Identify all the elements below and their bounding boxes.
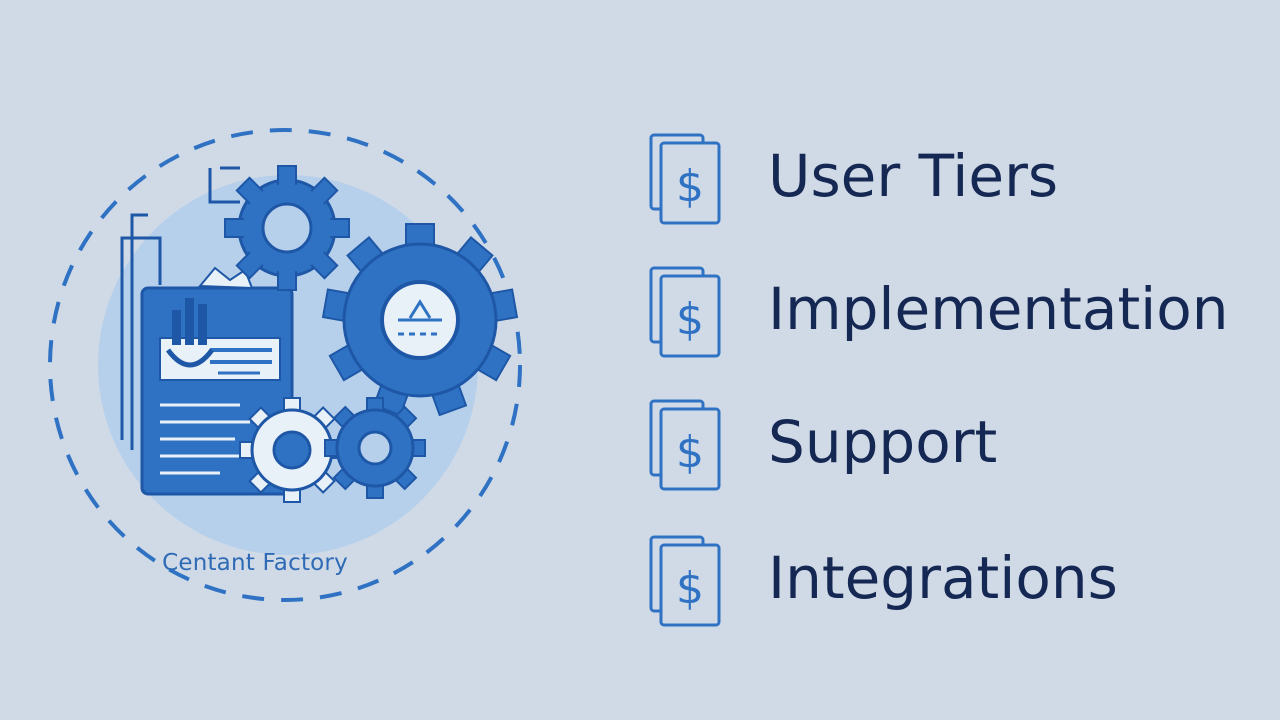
list-item-support: $ Support <box>645 391 1275 491</box>
list-item-label: Integrations <box>768 544 1118 612</box>
list-item-label: Implementation <box>768 275 1229 343</box>
content-factory-illustration: Centant Factory <box>40 120 540 620</box>
bar-chart-icon <box>165 298 215 368</box>
dollar-document-icon: $ <box>645 533 725 629</box>
hierarchy-icon <box>398 299 442 336</box>
svg-text:$: $ <box>676 294 704 345</box>
list-item-integrations: $ Integrations <box>645 527 1275 627</box>
list-item-label: Support <box>768 408 998 476</box>
svg-text:$: $ <box>676 161 704 212</box>
dollar-document-icon: $ <box>645 397 725 493</box>
dollar-document-icon: $ <box>645 131 725 227</box>
svg-text:$: $ <box>676 563 704 614</box>
svg-text:$: $ <box>676 427 704 478</box>
gear-icon <box>324 397 426 499</box>
list-item-implementation: $ Implementation <box>645 258 1275 358</box>
dollar-document-icon: $ <box>645 264 725 360</box>
gear-icon <box>224 165 350 291</box>
illustration-caption: Centant Factory <box>162 550 348 576</box>
factory-graphic <box>48 128 522 602</box>
list-item-user-tiers: $ User Tiers <box>645 125 1275 225</box>
cost-factor-list: $ User Tiers $ Implementation $ Support <box>645 125 1275 645</box>
list-item-label: User Tiers <box>768 142 1059 210</box>
connector-lines <box>120 166 240 450</box>
dashed-ring <box>48 128 522 602</box>
gear-icon <box>321 223 519 417</box>
